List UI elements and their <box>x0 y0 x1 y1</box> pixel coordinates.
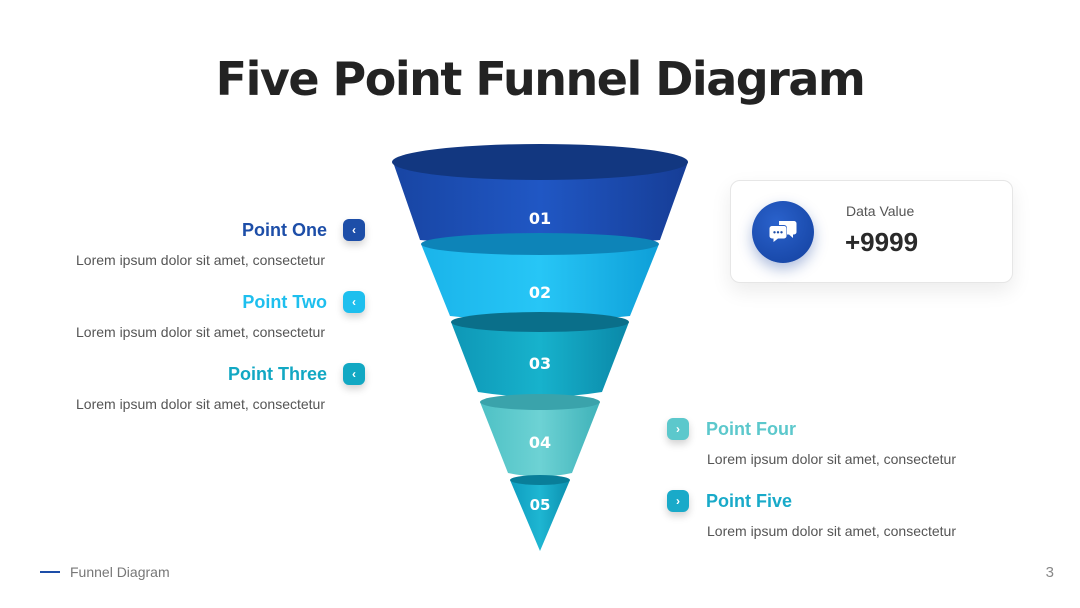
funnel-stage-03-label: 03 <box>529 354 551 373</box>
funnel-stage-05-label: 05 <box>530 496 551 514</box>
funnel-stage-01-label: 01 <box>529 209 551 228</box>
point-five: › Point Five Lorem ipsum dolor sit amet,… <box>667 489 1007 539</box>
footer-title: Funnel Diagram <box>70 564 170 580</box>
footer-accent-line <box>40 571 60 573</box>
point-three-title: Point Three <box>227 363 327 384</box>
point-four: › Point Four Lorem ipsum dolor sit amet,… <box>667 417 1007 467</box>
funnel-diagram: 01 02 03 04 05 <box>390 140 690 560</box>
point-three: Point Three ‹ Lorem ipsum dolor sit amet… <box>40 362 365 412</box>
chevron-right-icon[interactable]: › <box>667 418 689 440</box>
point-four-title: Point Four <box>706 418 796 439</box>
funnel-stage-04: 04 <box>480 394 600 477</box>
point-five-description: Lorem ipsum dolor sit amet, consectetur <box>707 523 956 539</box>
chevron-right-icon[interactable]: › <box>667 490 689 512</box>
funnel-stage-02: 02 <box>421 233 659 321</box>
funnel-stage-03: 03 <box>451 312 629 397</box>
point-one: Point One ‹ Lorem ipsum dolor sit amet, … <box>40 218 365 268</box>
page-title: Five Point Funnel Diagram <box>215 52 866 106</box>
chevron-left-icon[interactable]: ‹ <box>343 363 365 385</box>
funnel-stage-04-label: 04 <box>529 433 551 452</box>
data-value-card: Data Value +9999 <box>730 180 1013 283</box>
chevron-left-icon[interactable]: ‹ <box>343 219 365 241</box>
chat-bubbles-icon <box>752 201 814 263</box>
chevron-left-icon[interactable]: ‹ <box>343 291 365 313</box>
point-one-description: Lorem ipsum dolor sit amet, consectetur <box>76 252 325 268</box>
funnel-stage-01: 01 <box>392 144 688 246</box>
data-value-number: +9999 <box>845 227 919 257</box>
funnel-stage-05: 05 <box>510 475 570 551</box>
data-value-label: Data Value <box>846 203 915 219</box>
point-two-description: Lorem ipsum dolor sit amet, consectetur <box>76 324 325 340</box>
point-three-description: Lorem ipsum dolor sit amet, consectetur <box>76 396 325 412</box>
point-two: Point Two ‹ Lorem ipsum dolor sit amet, … <box>40 290 365 340</box>
point-four-description: Lorem ipsum dolor sit amet, consectetur <box>707 451 956 467</box>
page-number: 3 <box>1045 564 1054 581</box>
funnel-stage-02-label: 02 <box>529 283 551 302</box>
point-two-title: Point Two <box>242 291 327 312</box>
funnel-svg: 01 02 03 04 05 <box>392 144 688 551</box>
point-one-title: Point One <box>242 219 327 240</box>
point-five-title: Point Five <box>706 490 793 511</box>
